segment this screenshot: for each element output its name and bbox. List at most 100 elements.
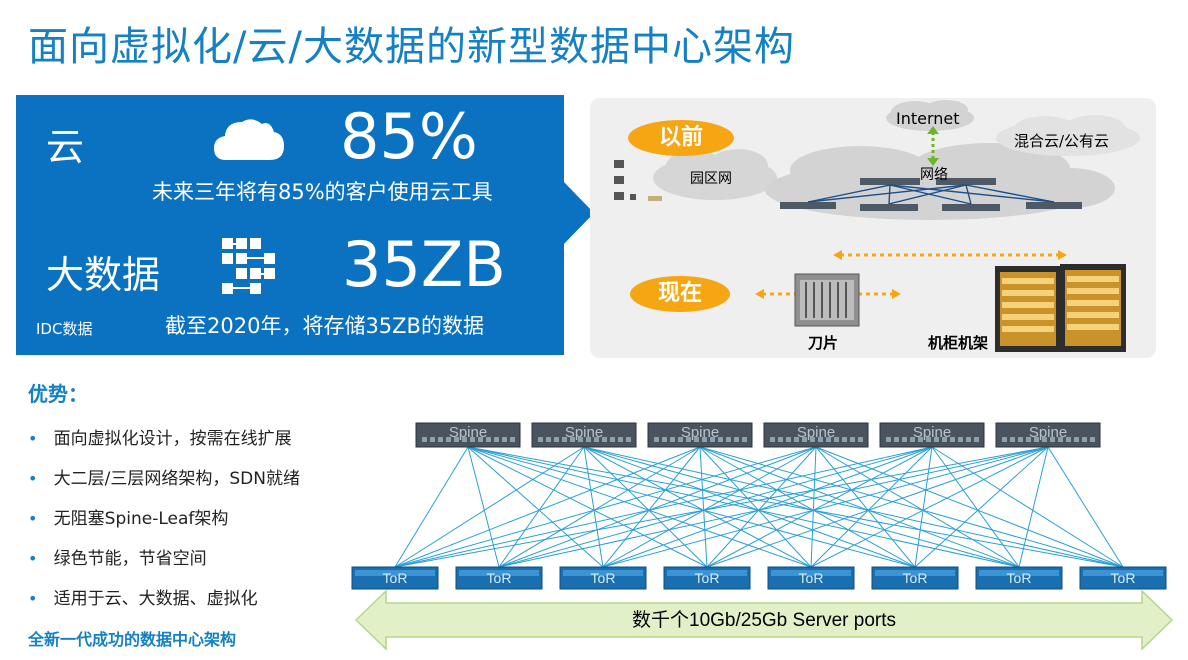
page-title: 面向虚拟化/云/大数据的新型数据中心架构 (28, 24, 795, 70)
cloud-description: 未来三年将有85%的客户使用云工具 (152, 180, 493, 204)
fabric-link (699, 446, 1020, 568)
tor-label: ToR (903, 570, 928, 586)
tor-switch: ToR (351, 566, 439, 590)
fabric-link (467, 446, 708, 568)
stats-panel (16, 95, 564, 355)
cloud-percentage: 85% (340, 100, 478, 173)
spine-switch: Spine (647, 422, 753, 448)
advantages-title: 优势： (28, 382, 88, 406)
rack-cabinet-icon-2 (1060, 264, 1126, 352)
tor-switch: ToR (559, 566, 647, 590)
advantage-item: • 大二层/三层网络架构，SDN就绪 (28, 469, 300, 489)
fabric-link (931, 446, 1124, 568)
network-switches (780, 178, 1082, 211)
fabric-link (706, 446, 817, 568)
fabric-link (583, 446, 916, 568)
fabric-link (602, 446, 933, 568)
spine-label: Spine (797, 424, 835, 441)
fabric-link (583, 446, 708, 568)
spine-switch: Spine (995, 422, 1101, 448)
fabric-link (498, 446, 585, 568)
internet-label: Internet (896, 109, 960, 128)
fabric-link (583, 446, 812, 568)
spine-switch: Spine (879, 422, 985, 448)
tor-label: ToR (799, 570, 824, 586)
fabric-link (699, 446, 708, 568)
network-label: 网络 (920, 167, 948, 183)
fabric-link (394, 446, 933, 568)
network-cloud-shape (765, 143, 1115, 220)
advantage-item: • 适用于云、大数据、虚拟化 (28, 589, 258, 609)
fabric-link (810, 446, 817, 568)
fabric-link (810, 446, 933, 568)
tor-label: ToR (591, 570, 616, 586)
fabric-link (810, 446, 1049, 568)
fabric-link (1047, 446, 1124, 568)
fabric-link (914, 446, 1049, 568)
tor-switch: ToR (663, 566, 751, 590)
campus-cloud-shape (653, 149, 777, 200)
tor-label: ToR (487, 570, 512, 586)
rack-cabinet-icon-1 (995, 266, 1061, 352)
spine-label: Spine (449, 424, 487, 441)
bigdata-label: 大数据 (46, 253, 161, 297)
fabric-link (394, 446, 701, 568)
fabric-link (394, 446, 585, 568)
rack-label: 机柜机架 (928, 334, 989, 352)
fabric-link (602, 446, 701, 568)
tor-switch: ToR (455, 566, 543, 590)
fabric-link (467, 446, 500, 568)
client-pcs (614, 160, 636, 200)
spine-label: Spine (565, 424, 603, 441)
advantage-item: • 无阻塞Spine-Leaf架构 (28, 509, 229, 529)
fabric-link (1018, 446, 1049, 568)
fabric-link (583, 446, 1124, 568)
fabric-link (602, 446, 817, 568)
fabric-link (699, 446, 916, 568)
fabric-link (583, 446, 604, 568)
cloud-label: 云 (46, 125, 85, 169)
spine-switches: Spine Spine Spine Spine Spine Spine (415, 422, 1101, 448)
fabric-link (815, 446, 1124, 568)
advantage-item: • 面向虚拟化设计，按需在线扩展 (28, 429, 292, 449)
fabric-link (815, 446, 916, 568)
past-present-diagram (614, 100, 1140, 352)
tor-switch: ToR (871, 566, 959, 590)
server-ports-arrow (354, 589, 1174, 651)
fabric-link (394, 446, 817, 568)
fabric-link (706, 446, 1049, 568)
fabric-link (498, 446, 933, 568)
fabric-link (394, 446, 469, 568)
fabric-link (931, 446, 1020, 568)
spine-label: Spine (1029, 424, 1067, 441)
hybrid-cloud-shape (996, 115, 1140, 156)
fabric-link (467, 446, 812, 568)
cloud-icon (214, 119, 284, 160)
spine-leaf-diagram: Spine Spine Spine Spine Spine Spine ToR ToR ToR… (351, 422, 1174, 651)
bigdata-amount: 35ZB (342, 228, 506, 301)
fabric-link (467, 446, 604, 568)
bigdata-description: 截至2020年，将存储35ZB的数据 (165, 314, 484, 338)
spine-label: Spine (681, 424, 719, 441)
fabric-link (699, 446, 1124, 568)
tor-switch: ToR (767, 566, 855, 590)
spine-switch: Spine (415, 422, 521, 448)
blade-label: 刀片 (808, 334, 839, 352)
spine-switch: Spine (763, 422, 869, 448)
fabric-link (602, 446, 1049, 568)
internet-cloud-shape (886, 100, 974, 131)
hybrid-cloud-label: 混合云/公有云 (1014, 132, 1110, 150)
present-badge: 现在 (630, 276, 730, 312)
fabric-link (394, 446, 1049, 568)
fabric-link (467, 446, 1124, 568)
tor-label: ToR (695, 570, 720, 586)
campus-network-label: 园区网 (690, 171, 732, 187)
tor-label: ToR (1007, 570, 1032, 586)
idc-source-label: IDC数据 (36, 320, 93, 338)
fabric-link (699, 446, 812, 568)
tor-switch: ToR (975, 566, 1063, 590)
fabric-link (498, 446, 701, 568)
fabric-link (815, 446, 1020, 568)
fabric-link (467, 446, 916, 568)
